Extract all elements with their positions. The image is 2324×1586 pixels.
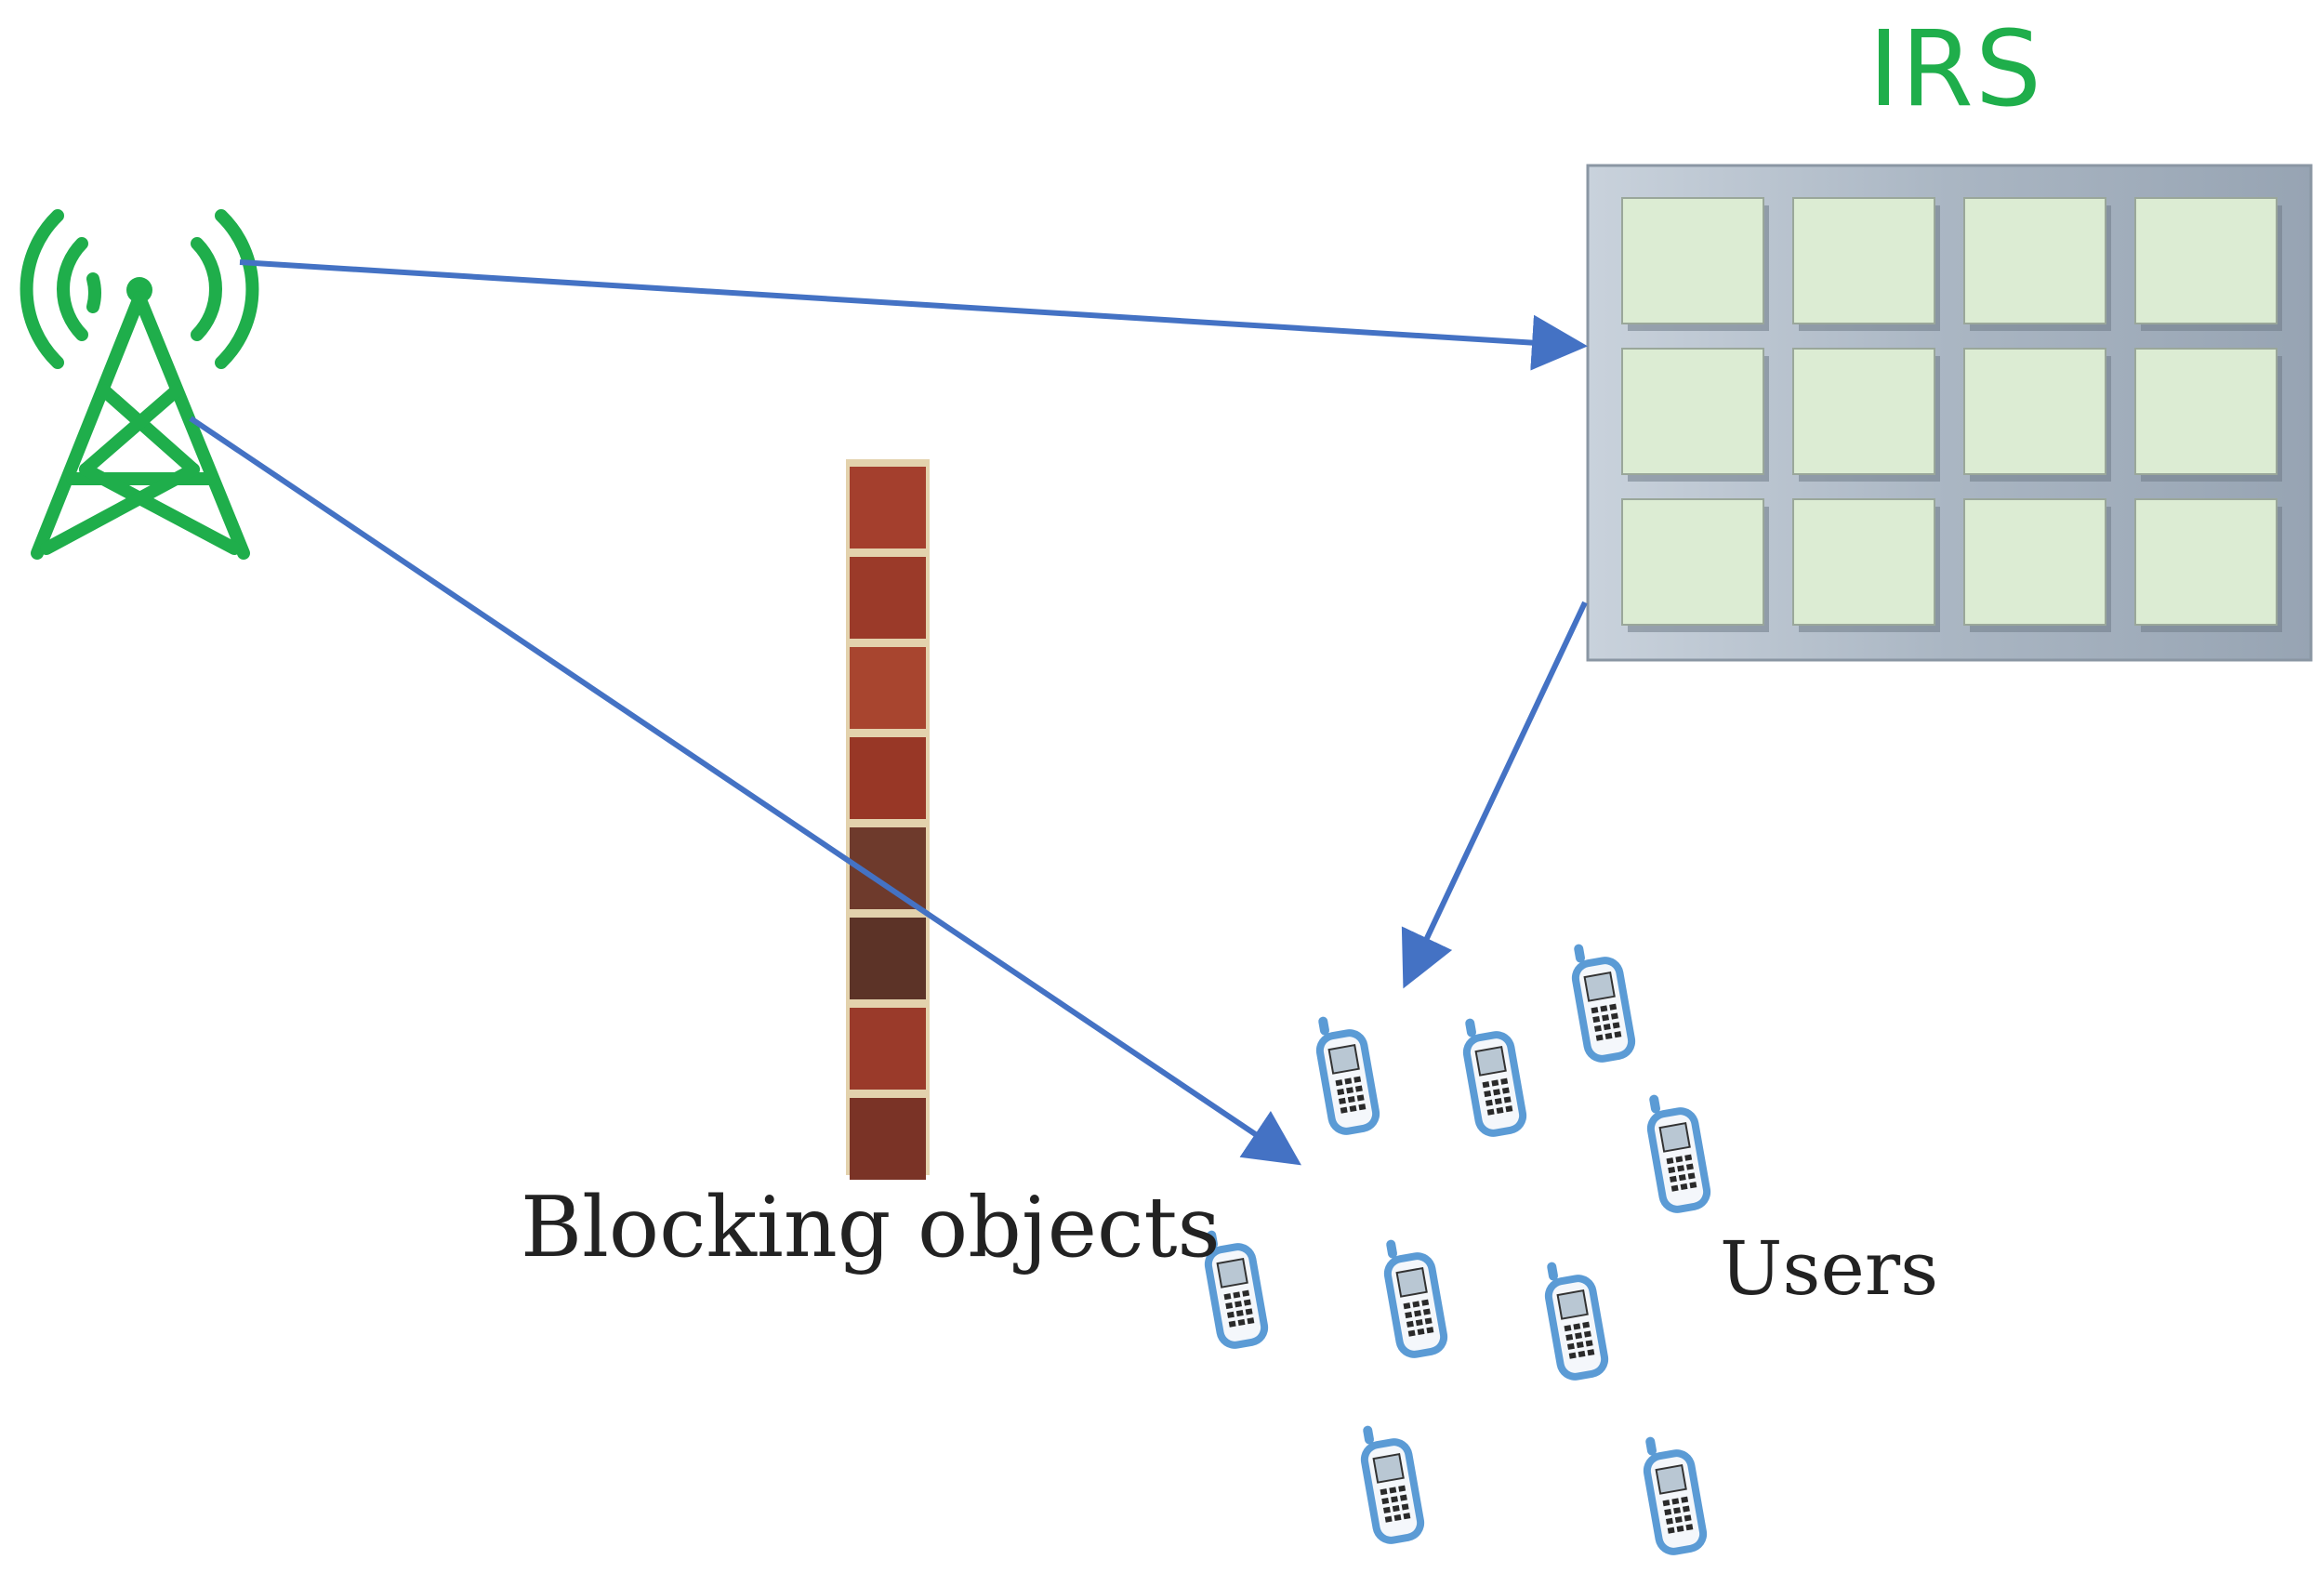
mobile-phone-icon	[1309, 1009, 1384, 1140]
brick	[850, 647, 926, 729]
arrow-irs-to-users	[1401, 601, 1588, 989]
mobile-phone-icon	[1456, 1011, 1531, 1142]
arrow-bs-to-users	[189, 416, 1301, 1166]
mobile-phone-icon	[1565, 936, 1640, 1067]
mobile-phone-icon	[1640, 1087, 1715, 1218]
brick	[850, 557, 926, 639]
irs-element	[2134, 197, 2278, 324]
signal-arrows	[189, 259, 1588, 1166]
brick	[850, 1098, 926, 1180]
irs-element	[1621, 498, 1764, 626]
irs-element	[1963, 197, 2106, 324]
irs-element	[1963, 498, 2106, 626]
brick	[850, 918, 926, 999]
irs-element	[1963, 348, 2106, 475]
mobile-phone-icon	[1377, 1232, 1452, 1363]
brick	[850, 1008, 926, 1090]
irs-element	[2134, 348, 2278, 475]
mobile-phone-icon	[1353, 1418, 1429, 1549]
mobile-phone-icon	[1636, 1429, 1711, 1560]
brick	[850, 737, 926, 819]
arrow-bs-to-irs	[239, 259, 1588, 371]
blocking-objects-label: Blocking objects	[521, 1179, 1221, 1276]
irs-element	[1792, 348, 1935, 475]
irs-element	[1621, 197, 1764, 324]
irs-panel	[1586, 164, 2313, 662]
users-group	[1197, 936, 1715, 1560]
users-label: Users	[1720, 1225, 1939, 1312]
brick-wall	[846, 459, 930, 1180]
irs-element	[2134, 498, 2278, 626]
cell-tower-icon	[20, 209, 259, 560]
irs-elements	[1621, 197, 2282, 632]
brick	[850, 467, 926, 548]
irs-element	[1621, 348, 1764, 475]
mobile-phone-icon	[1538, 1254, 1613, 1385]
irs-element	[1792, 498, 1935, 626]
irs-label: IRS	[1868, 9, 2043, 130]
irs-element	[1792, 197, 1935, 324]
